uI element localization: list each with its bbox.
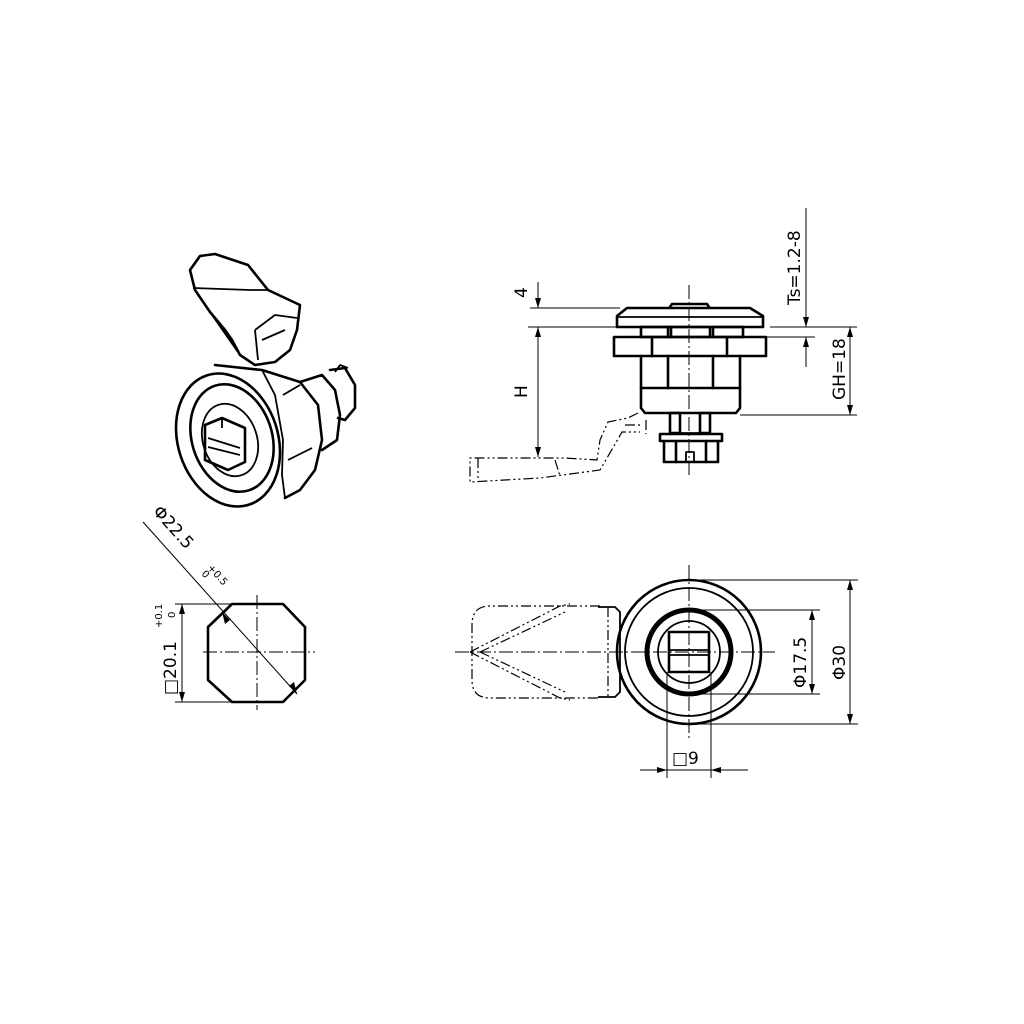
dimension-label-H: H <box>512 385 532 398</box>
dimension-label-cutout-diagonal: Φ22.5 <box>148 502 197 553</box>
front-view: Φ17.5 Φ30 □9 <box>455 565 858 778</box>
isometric-view <box>174 252 357 508</box>
dimension-Ts: Ts=1.2-8 <box>766 208 815 367</box>
dimension-label-cutout-square: □20.1 <box>161 641 181 695</box>
dimension-GH: GH=18 <box>740 326 857 416</box>
dimension-label-outer-diameter: Φ30 <box>830 645 850 680</box>
panel-cutout-view: Φ22.5 +0.5 0 □20.1 +0.1 0 <box>142 502 315 710</box>
dimension-label-4: 4 <box>512 287 532 298</box>
dimension-H: H <box>512 327 541 457</box>
dimension-4: 4 <box>512 282 620 337</box>
tolerance-upper: +0.1 <box>154 604 165 628</box>
dimension-label-square-drive: □9 <box>672 749 699 769</box>
side-elevation-view: 4 H Ts=1.2-8 GH=18 <box>469 208 857 483</box>
dimension-label-Ts: Ts=1.2-8 <box>785 230 805 306</box>
tolerance-lower: 0 <box>199 569 211 581</box>
tolerance-lower: 0 <box>167 612 178 618</box>
dimension-label-inner-diameter: Φ17.5 <box>791 637 811 688</box>
dimension-label-GH: GH=18 <box>830 338 850 400</box>
